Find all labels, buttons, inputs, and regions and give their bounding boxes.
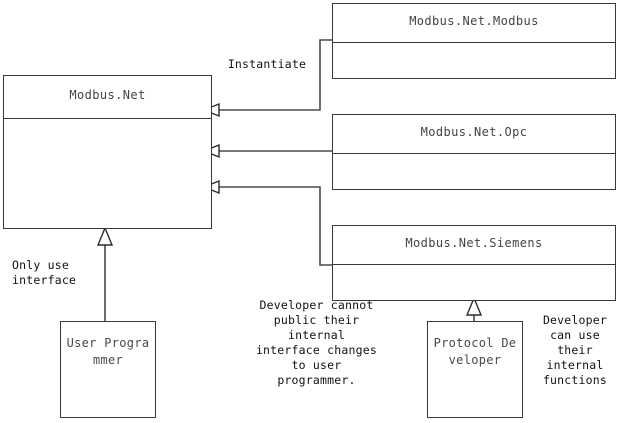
connector-protocol-developer-to-siemens [465,296,483,321]
box-modbus-net-opc-title: Modbus.Net.Opc [420,125,528,139]
box-modbus-net-divider [4,118,211,119]
connector-opc-to-core [202,143,332,159]
box-modbus-net-opc-divider [333,153,615,154]
box-protocol-developer[interactable]: Protocol Developer [427,321,523,418]
box-modbus-net[interactable]: Modbus.Net [3,75,212,229]
label-developer-can-use: Developer can use their internal functio… [542,313,608,387]
box-modbus-net-opc[interactable]: Modbus.Net.Opc [332,114,616,190]
connector-modbus-to-core [202,39,332,118]
box-protocol-developer-label: Protocol Developer [433,336,517,367]
box-modbus-net-siemens[interactable]: Modbus.Net.Siemens [332,225,616,301]
box-modbus-net-siemens-divider [333,264,615,265]
box-modbus-net-modbus-title: Modbus.Net.Modbus [409,14,539,28]
box-user-programmer-label: User Programmer [66,336,150,367]
connector-user-programmer-to-core [96,226,114,321]
box-modbus-net-modbus[interactable]: Modbus.Net.Modbus [332,3,616,79]
box-modbus-net-modbus-divider [333,42,615,43]
connector-siemens-to-core [202,179,332,266]
box-modbus-net-title: Modbus.Net [69,88,146,102]
box-modbus-net-siemens-title: Modbus.Net.Siemens [405,236,543,250]
label-developer-cannot-public: Developer cannot public their internal i… [255,298,378,387]
label-instantiate: Instantiate [227,57,307,71]
box-user-programmer[interactable]: User Programmer [60,321,156,418]
label-only-use-interface: Only use interface [12,258,77,287]
